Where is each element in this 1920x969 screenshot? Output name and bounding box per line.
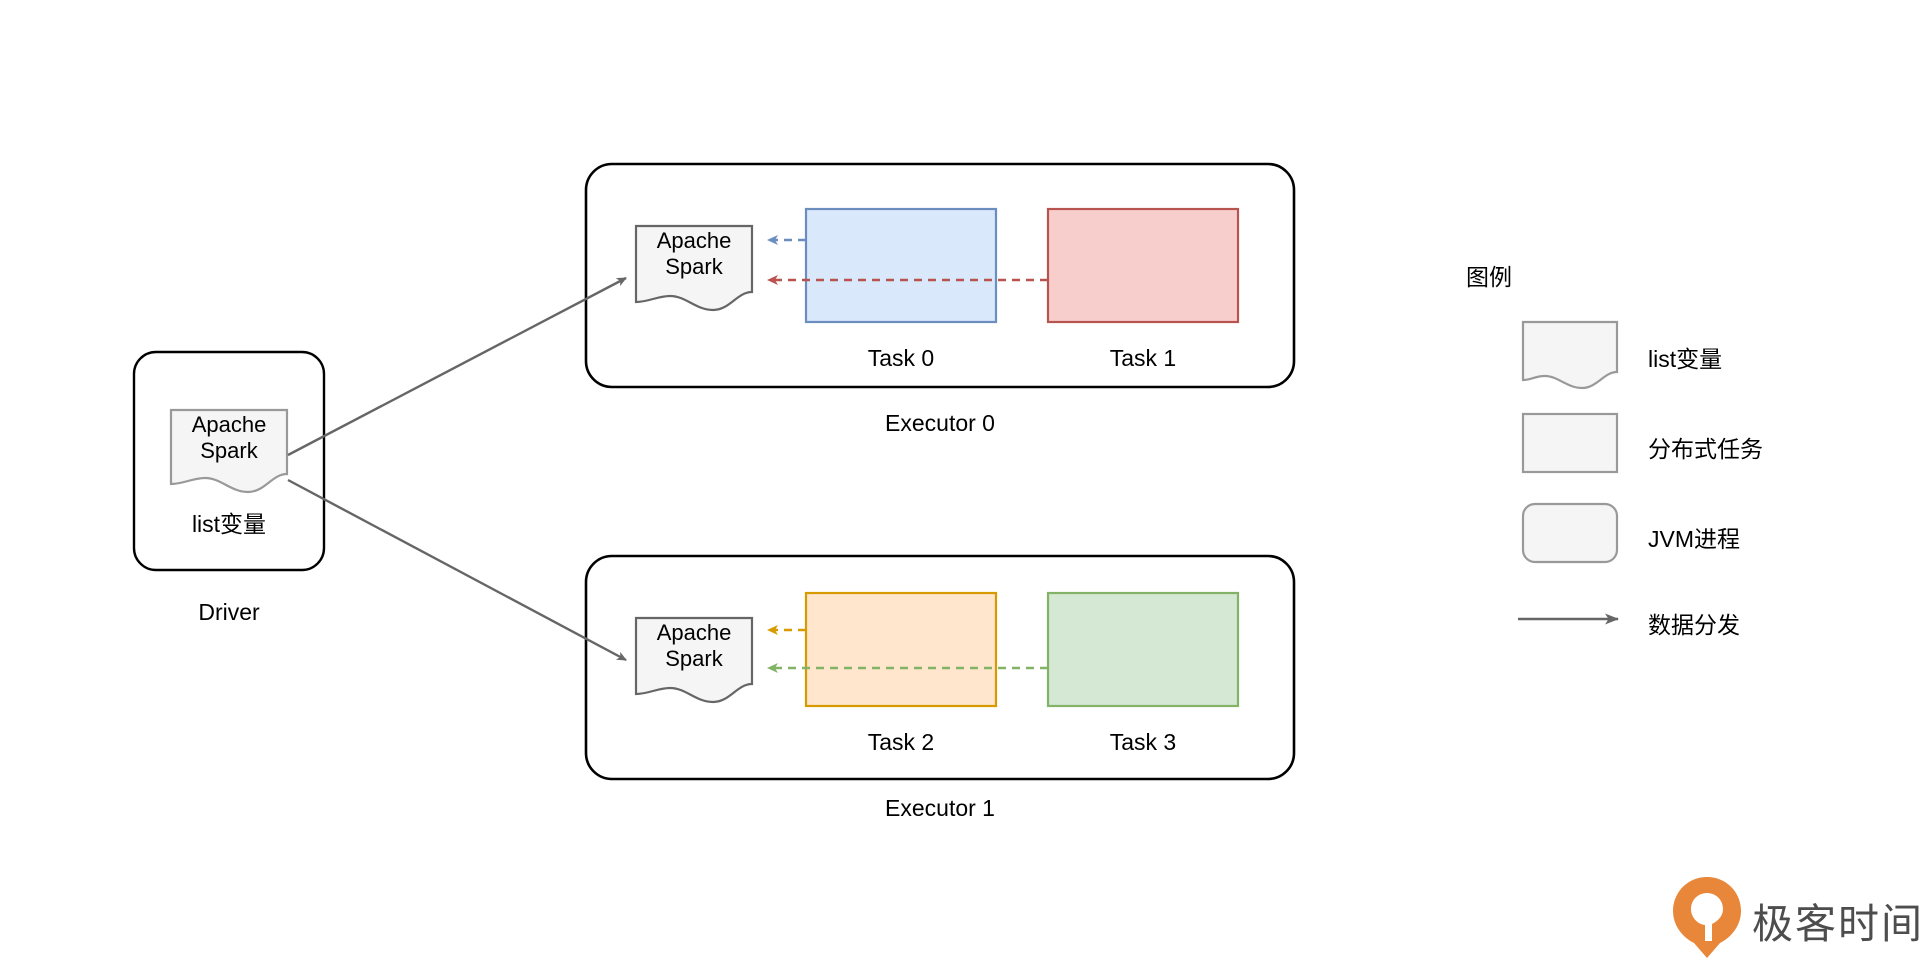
executor-0-spark-label-line1: Apache [656,228,732,253]
task-3-label: Task 3 [1109,729,1177,755]
task-0-label: Task 0 [867,345,935,371]
executor-1-spark-label-line2: Spark [665,646,723,671]
executor-0-spark-label-line2: Spark [665,254,723,279]
task-1-label: Task 1 [1109,345,1177,371]
driver-spark-label-line2: Spark [200,438,258,463]
legend-swatch-list-variable [1521,320,1619,390]
driver-label: Driver [198,599,260,625]
executor-1-label: Executor 1 [885,795,995,821]
legend-label-list-variable: list变量 [1648,346,1723,372]
legend-title: 图例 [1466,264,1512,290]
task-2-label: Task 2 [867,729,935,755]
executor-1-spark-label: Apache Spark [636,620,752,672]
driver-spark-label-line1: Apache [191,412,267,437]
driver-to-executor-1-arrow [287,478,627,662]
task-0-box [804,207,998,324]
geektime-logo-icon [1673,877,1741,958]
executor-0-label: Executor 0 [885,410,995,436]
task-2-box [804,591,998,708]
legend-label-data-distribution: 数据分发 [1648,612,1740,638]
driver-spark-label: Apache Spark [171,412,287,464]
executor-1-spark-label-line1: Apache [656,620,732,645]
legend-label-distributed-task: 分布式任务 [1648,436,1763,462]
executor-1-spark-shape [634,616,754,704]
task-1-box [1046,207,1240,324]
executor-0-spark-shape [634,224,754,312]
geektime-logo-text: 极客时间 [1752,901,1920,947]
executor-0-spark-label: Apache Spark [636,228,752,280]
legend-swatch-jvm-process [1521,502,1619,564]
task-3-box [1046,591,1240,708]
legend-swatch-distributed-task [1521,412,1619,474]
driver-list-variable-caption: list变量 [191,511,267,537]
driver-list-variable-shape [169,408,289,494]
legend-label-jvm-process: JVM进程 [1648,526,1740,552]
driver-to-executor-0-arrow [287,276,627,457]
